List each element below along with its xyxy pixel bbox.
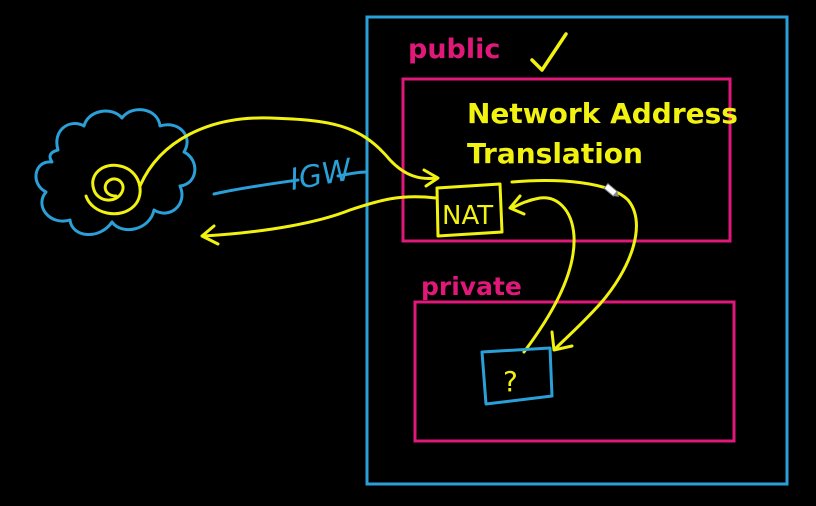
private-instance-label: ?: [503, 365, 518, 398]
spiral-scribble: [84, 163, 142, 216]
igw-line-right: [336, 170, 368, 178]
nat-title-line1: Network Address: [467, 97, 738, 130]
public-subnet-label: public: [408, 34, 501, 65]
pencil-icon: [603, 182, 620, 197]
arrow-head-to-cloud: [200, 224, 220, 246]
private-instance-box: [480, 346, 554, 406]
nat-box: [435, 182, 504, 238]
arrow-cloud-to-nat: [138, 116, 438, 188]
private-subnet-label: private: [421, 272, 522, 301]
arrow-head-into-private: [550, 330, 574, 352]
arrow-head-into-nat: [422, 168, 440, 188]
public-subnet-box: [401, 77, 732, 243]
arrow-nat-to-cloud: [202, 195, 438, 238]
check-icon: [530, 32, 568, 72]
arrow-head-back-to-nat: [508, 194, 526, 216]
nat-box-label: NAT: [442, 201, 493, 231]
arrow-private-to-nat: [510, 196, 576, 354]
nat-title-line2: Translation: [467, 137, 643, 170]
igw-line: [212, 178, 300, 196]
private-subnet-box: [413, 300, 736, 443]
cloud-icon: [34, 108, 197, 236]
vpc-box: [365, 15, 789, 486]
arrow-nat-to-private: [510, 179, 638, 350]
igw-label: IGW: [287, 152, 355, 197]
